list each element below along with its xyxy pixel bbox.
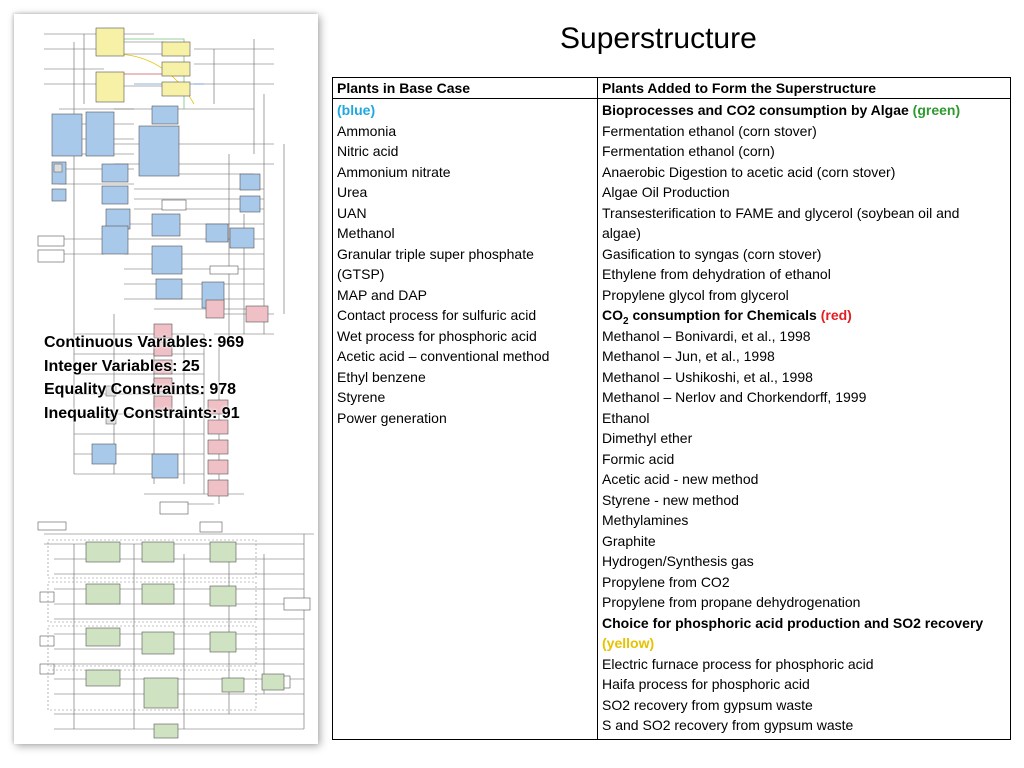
list-item: Fermentation ethanol (corn) [602,143,775,159]
list-item: Power generation [337,409,447,426]
list-item: SO2 recovery from gypsum waste [602,696,813,713]
list-item: Contact process for sulfuric acid [337,307,537,323]
group-heading-text: CO [602,307,623,323]
green-label: (green) [912,102,961,118]
list-item: Granular triple super phosphate [337,245,534,262]
list-item: Styrene [337,389,386,405]
list-item: Propylene glycol from glycerol [602,286,789,303]
list-item: Wet process for phosphoric acid [337,327,537,344]
list-item: Propylene from CO2 [602,573,730,590]
base-case-cell: (blue) Ammonia Nitric acid Ammonium nitr… [332,98,598,740]
stat-equality-constraints: Equality Constraints: 978 [44,381,237,398]
table-header-row: Plants in Base Case Plants Added to Form… [332,77,1011,99]
group-heading-bioprocesses: Bioprocesses and CO2 consumption by Alga… [602,100,1006,121]
stat-integer-variables: Integer Variables: 25 [44,357,200,375]
list-item: Hydrogen/Synthesis gas [602,553,754,569]
list-item: Methanol [337,225,395,241]
list-item: S and SO2 recovery from gypsum waste [602,717,854,733]
table-row: (blue) Ammonia Nitric acid Ammonium nitr… [332,98,1011,740]
group-heading-text: Bioprocesses and CO2 consumption by Alga… [602,102,909,118]
list-item: Methylamines [602,512,689,528]
group-heading-co2-chemicals: CO2 consumption for Chemicals (red) [602,305,1006,326]
list-item: Fermentation ethanol (corn stover) [602,122,817,139]
list-item: Transesterification to FAME and glycerol… [602,204,960,221]
list-item: Propylene from propane dehydrogenation [602,594,861,610]
list-item: Acetic acid - new method [602,471,759,487]
list-item: Methanol – Jun, et al., 1998 [602,348,775,364]
list-item: Gasification to syngas (corn stover) [602,245,822,262]
list-item: Methanol – Bonivardi, et al., 1998 [602,327,811,344]
list-item: UAN [337,204,367,221]
subscript: 2 [623,315,629,327]
stat-inequality-constraints: Inequality Constraints: 91 [44,404,240,422]
list-item: Formic acid [602,450,675,467]
list-item: Nitric acid [337,143,399,159]
list-item: Acetic acid – conventional method [337,348,550,364]
group-heading-text: consumption for Chemicals [628,307,817,323]
list-item: Electric furnace process for phosphoric … [602,655,874,672]
blue-label: (blue) [337,102,376,118]
yellow-label: (yellow) [602,635,655,651]
list-item: Ammonium nitrate [337,163,451,180]
list-item: Ethylene from dehydration of ethanol [602,266,831,282]
list-item: Methanol – Ushikoshi, et al., 1998 [602,368,813,385]
superstructure-flowsheet [14,14,318,744]
group-heading-phosphoric-so2: Choice for phosphoric acid production an… [602,614,984,631]
header-added-plants: Plants Added to Form the Superstructure [597,77,1011,99]
list-item: Graphite [602,532,656,549]
list-item: MAP and DAP [337,286,428,303]
list-item: Styrene - new method [602,491,739,508]
header-base-case: Plants in Base Case [332,77,598,99]
superstructure-table: Plants in Base Case Plants Added to Form… [332,77,1011,740]
list-item: Methanol – Nerlov and Chorkendorff, 1999 [602,389,867,405]
flowsheet-diagram [37,27,314,739]
slide-title: Superstructure [560,22,757,55]
list-item: Ethyl benzene [337,368,426,385]
stat-continuous-variables: Continuous Variables: 969 [44,334,245,351]
model-statistics: Continuous Variables: 969 Integer Variab… [44,331,244,425]
list-item: Dimethyl ether [602,430,693,446]
red-label: (red) [820,307,852,323]
list-item: algae) [602,225,641,241]
list-item: (GTSP) [337,266,385,282]
added-plants-cell: Bioprocesses and CO2 consumption by Alga… [597,98,1011,740]
list-item: Haifa process for phosphoric acid [602,676,810,692]
list-item: Urea [337,184,368,200]
list-item: Algae Oil Production [602,184,730,200]
list-item: Ammonia [337,122,397,139]
list-item: Anaerobic Digestion to acetic acid (corn… [602,163,896,180]
list-item: Ethanol [602,409,650,426]
